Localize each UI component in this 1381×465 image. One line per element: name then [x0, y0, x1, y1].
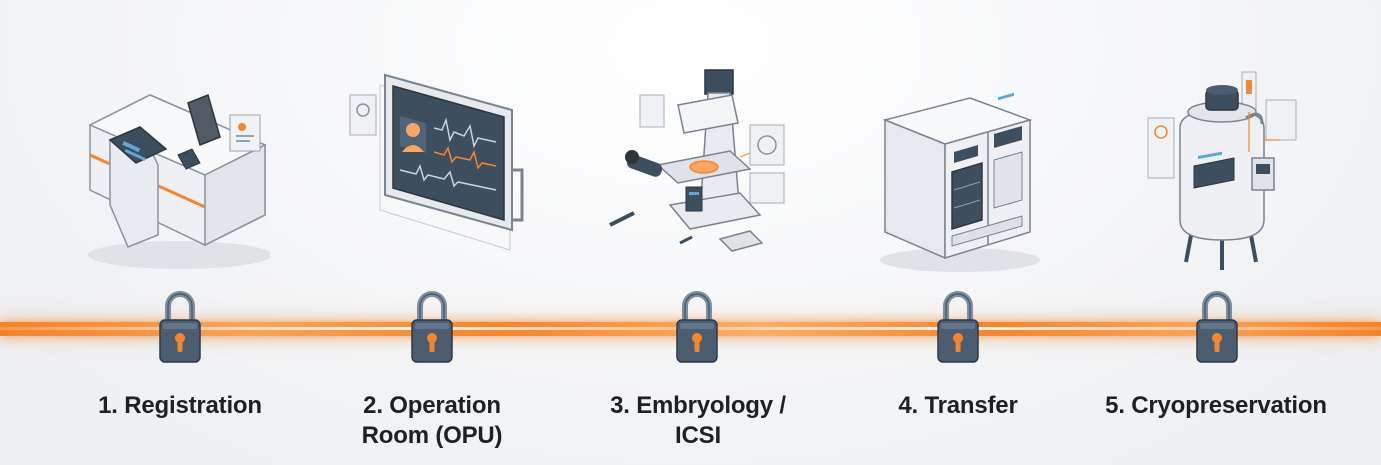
- lock-icon: [411, 291, 453, 363]
- stage-label: 3. Embryology / ICSI: [610, 392, 786, 449]
- stage-embryology: 3. Embryology / ICSI: [590, 0, 790, 465]
- cryo-tank-icon: [1147, 71, 1297, 270]
- stage-label: 5. Cryopreservation: [1105, 392, 1327, 419]
- lock-icon: [937, 291, 979, 363]
- lock-icon: [159, 291, 201, 363]
- stage-label: 4. Transfer: [898, 392, 1018, 419]
- stage-label: 2. Operation Room (OPU): [361, 392, 503, 449]
- stage-operation-room: 2. Operation Room (OPU): [330, 0, 530, 465]
- microscope-icon: [609, 69, 785, 252]
- stage-cryopreservation: 5. Cryopreservation: [1105, 0, 1327, 465]
- stage-label: 1. Registration: [98, 392, 262, 419]
- stage-transfer: 4. Transfer: [860, 0, 1060, 465]
- lock-icon: [1196, 291, 1238, 363]
- incubator-icon: [880, 92, 1040, 272]
- lock-icon: [676, 291, 718, 363]
- stage-registration: 1. Registration: [80, 0, 280, 465]
- registration-desk-icon: [88, 93, 270, 269]
- patient-monitor-icon: [349, 73, 524, 251]
